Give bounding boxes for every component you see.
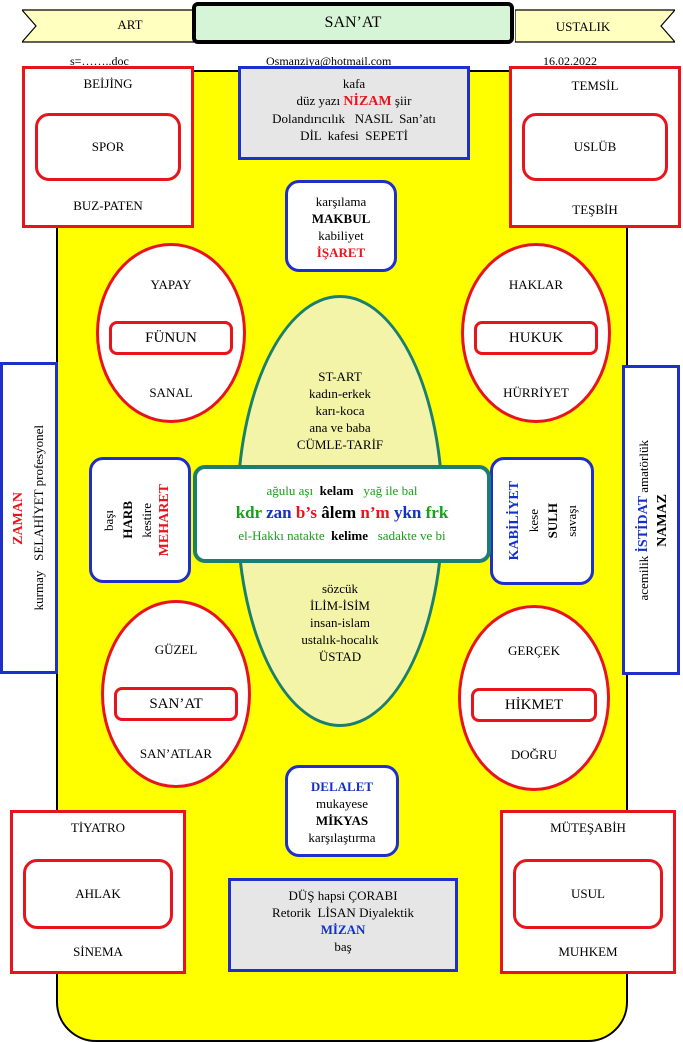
oval-top-right-inner: HUKUK xyxy=(474,321,598,355)
top-line1: kafa xyxy=(342,76,366,91)
bottom-center-box: DÜŞ hapsi ÇORABI Retorik LİSAN Diyalekti… xyxy=(228,878,458,972)
oval-bottom-right-inner: HİKMET xyxy=(471,688,597,722)
file-name: s=……..doc xyxy=(70,54,129,68)
corner-top-right: TEMSİL USLÜB TEŞBİH xyxy=(509,66,681,228)
corner-bottom-left-top: TİYATRO xyxy=(70,820,126,835)
corner-top-right-inner: USLÜB xyxy=(522,113,668,181)
nizam-word: NİZAM xyxy=(343,94,392,109)
left-mid-box: başı HARB kestire MEHARET xyxy=(89,457,191,583)
ribbon-left xyxy=(22,9,197,43)
center-row2: kdr zan b’s âlem n’m ykn frk xyxy=(235,503,449,522)
page-title: SAN’AT xyxy=(192,2,514,44)
oval-bottom-left: GÜZEL SAN’AT SAN’ATLAR xyxy=(101,600,251,788)
oval-bottom-left-inner: SAN’AT xyxy=(114,687,238,721)
lower-mid-box: DELALET mukayese MİKYAS karşılaştırma xyxy=(285,765,399,857)
top-line3: Dolandırıcılık NASIL San’atı xyxy=(272,111,436,126)
big-oval-bottom-text: sözcük İLİM-İSİM insan-islam ustalık-hoc… xyxy=(301,581,379,664)
corner-top-left-inner: SPOR xyxy=(35,113,181,181)
date: 16.02.2022 xyxy=(543,54,597,68)
email: Osmanziya@hotmail.com xyxy=(266,54,392,68)
right-side-box: acemilik İSTİDAT amatörlük NAMAZ xyxy=(622,365,680,675)
upper-mid-box: karşılama MAKBUL kabiliyet İŞARET xyxy=(285,180,397,272)
top-line2: düz yazı NİZAM şiir xyxy=(296,93,412,109)
ribbon-right xyxy=(515,9,675,43)
art-label: ART xyxy=(117,17,143,32)
corner-top-right-top: TEMSİL xyxy=(571,78,619,93)
corner-bottom-right-top: MÜTEŞABİH xyxy=(550,820,626,835)
corner-bottom-right-bottom: MUHKEM xyxy=(558,944,618,959)
title-text: SAN’AT xyxy=(324,14,382,31)
corner-bottom-left-inner: AHLAK xyxy=(23,859,173,929)
corner-bottom-right: MÜTEŞABİH USUL MUHKEM xyxy=(500,810,676,974)
corner-top-left-top: BEİJİNG xyxy=(83,76,133,91)
top-center-box: kafa düz yazı NİZAM şiir Dolandırıcılık … xyxy=(238,66,470,160)
ustalik-label: USTALIK xyxy=(555,19,611,34)
big-oval-top-text: ST-ART kadın-erkek karı-koca ana ve baba… xyxy=(296,369,384,452)
center-row1: ağulu aşı kelam yağ ile bal xyxy=(266,483,418,498)
corner-top-left: BEİJİNG SPOR BUZ-PATEN xyxy=(22,66,194,228)
oval-bottom-right: GERÇEK HİKMET DOĞRU xyxy=(458,605,610,791)
corner-bottom-left: TİYATRO AHLAK SİNEMA xyxy=(10,810,186,974)
oval-top-left: YAPAY FÜNUN SANAL xyxy=(96,243,246,423)
corner-top-left-bottom: BUZ-PATEN xyxy=(73,198,143,213)
left-side-box: ZAMAN kurmay SELAHİYET profesyonel xyxy=(0,362,58,674)
oval-top-right: HAKLAR HUKUK HÜRRİYET xyxy=(461,243,611,423)
right-mid-box: KABİLİYET kese SULH savaşı xyxy=(490,457,594,585)
corner-bottom-left-bottom: SİNEMA xyxy=(73,944,123,959)
center-row3: el-Hakkı natakte kelime sadakte ve bi xyxy=(238,528,446,543)
top-line4: DİL kafesi SEPETİ xyxy=(300,128,408,143)
corner-top-right-bottom: TEŞBİH xyxy=(572,202,618,217)
corner-bottom-right-inner: USUL xyxy=(513,859,663,929)
oval-top-left-inner: FÜNUN xyxy=(109,321,233,355)
center-box: ağulu aşı kelam yağ ile bal kdr zan b’s … xyxy=(193,465,491,563)
